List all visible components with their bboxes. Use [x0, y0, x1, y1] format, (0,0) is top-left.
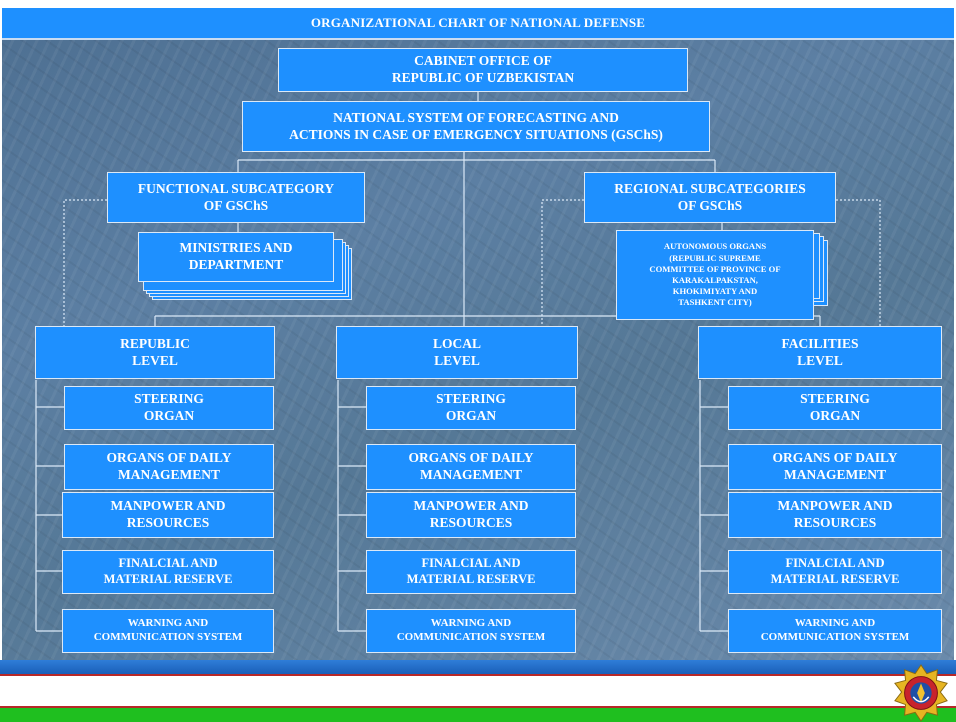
local-steering-line-2: ORGAN	[445, 408, 497, 423]
functional-line-1: FUNCTIONAL SUBCATEGORY	[137, 180, 335, 196]
local-warning-line-2: COMMUNICATION SYSTEM	[396, 631, 546, 643]
cabinet-line-1: CABINET OFFICE OF	[414, 53, 552, 69]
regional-line-2: OF GSChS	[677, 197, 743, 213]
autonomous-line-1: AUTONOMOUS ORGANS	[663, 241, 767, 252]
facilities-level-line-1: FACILITIES	[781, 335, 859, 351]
republic-daily-line-2: MANAGEMENT	[118, 467, 220, 482]
footer-white-band	[0, 674, 956, 708]
facilities-manpower-line-1: MANPOWER AND	[777, 498, 893, 514]
local-level-line-1: LOCAL	[432, 335, 481, 351]
facilities-daily-line-2: MANAGEMENT	[784, 467, 886, 482]
facilities-manpower-line-2: RESOURCES	[793, 515, 877, 530]
facilities-steering-line-2: ORGAN	[809, 408, 861, 423]
local-manpower-line-1: MANPOWER AND	[413, 498, 529, 514]
republic-level-line-1: REPUBLIC	[120, 335, 190, 351]
footer-blue-band	[0, 660, 956, 674]
local-warning-line-1: WARNING AND	[430, 617, 512, 630]
facilities-warning-line-1: WARNING AND	[794, 617, 876, 630]
autonomous-line-3: COMMITTEE OF PROVINCE OF	[649, 263, 781, 274]
cabinet-line-2: REPUBLIC OF UZBEKISTAN	[391, 70, 575, 85]
autonomous-line-5: KHOKIMIYATY AND	[672, 286, 758, 297]
local-financial-line-1: FINALCIAL AND	[421, 556, 521, 571]
republic-warning-line-2: COMMUNICATION SYSTEM	[93, 631, 243, 643]
emergency-ministry-emblem-icon	[894, 664, 948, 722]
functional-line-2: OF GSChS	[203, 197, 269, 213]
local-daily-line-1: ORGANS OF DAILY	[408, 450, 534, 466]
republic-steering-line-2: ORGAN	[143, 408, 195, 423]
republic-financial-line-1: FINALCIAL AND	[118, 556, 218, 571]
facilities-daily-line-1: ORGANS OF DAILY	[772, 450, 898, 466]
local-level-line-2: LEVEL	[434, 352, 480, 368]
facilities-level-line-2: LEVEL	[797, 352, 843, 368]
republic-financial-line-2: MATERIAL RESERVE	[103, 572, 233, 586]
facilities-financial-line-1: FINALCIAL AND	[785, 556, 885, 571]
republic-steering-line-1: STEERING	[134, 391, 204, 407]
republic-manpower-line-2: RESOURCES	[126, 515, 210, 530]
autonomous-line-6: TASHKENT CITY)	[678, 297, 752, 308]
republic-warning-line-1: WARNING AND	[127, 617, 209, 630]
gschs-line-2: ACTIONS IN CASE OF EMERGENCY SITUATIONS …	[289, 126, 663, 142]
republic-manpower-line-1: MANPOWER AND	[110, 498, 226, 514]
gschs-line-1: NATIONAL SYSTEM OF FORECASTING AND	[333, 109, 619, 125]
autonomous-line-4: KARAKALPAKSTAN,	[672, 275, 758, 285]
ministries-line-1: MINISTRIES AND	[179, 240, 293, 256]
regional-line-1: REGIONAL SUBCATEGORIES	[614, 180, 806, 196]
autonomous-organs-box: AUTONOMOUS ORGANS (REPUBLIC SUPREME COMM…	[616, 230, 814, 320]
slide-title: ORGANIZATIONAL CHART OF NATIONAL DEFENSE	[2, 8, 954, 40]
republic-daily-line-1: ORGANS OF DAILY	[106, 450, 232, 466]
local-steering-line-1: STEERING	[436, 391, 506, 407]
facilities-warning-line-2: COMMUNICATION SYSTEM	[760, 631, 910, 643]
local-manpower-line-2: RESOURCES	[429, 515, 513, 530]
republic-level-line-2: LEVEL	[132, 352, 178, 368]
facilities-steering-line-1: STEERING	[800, 391, 870, 407]
local-daily-line-2: MANAGEMENT	[420, 467, 522, 482]
ministries-line-2: DEPARTMENT	[188, 257, 284, 272]
local-financial-line-2: MATERIAL RESERVE	[406, 572, 536, 586]
autonomous-line-2: (REPUBLIC SUPREME	[669, 252, 761, 263]
footer-green-band	[0, 708, 956, 722]
facilities-financial-line-2: MATERIAL RESERVE	[770, 572, 900, 586]
